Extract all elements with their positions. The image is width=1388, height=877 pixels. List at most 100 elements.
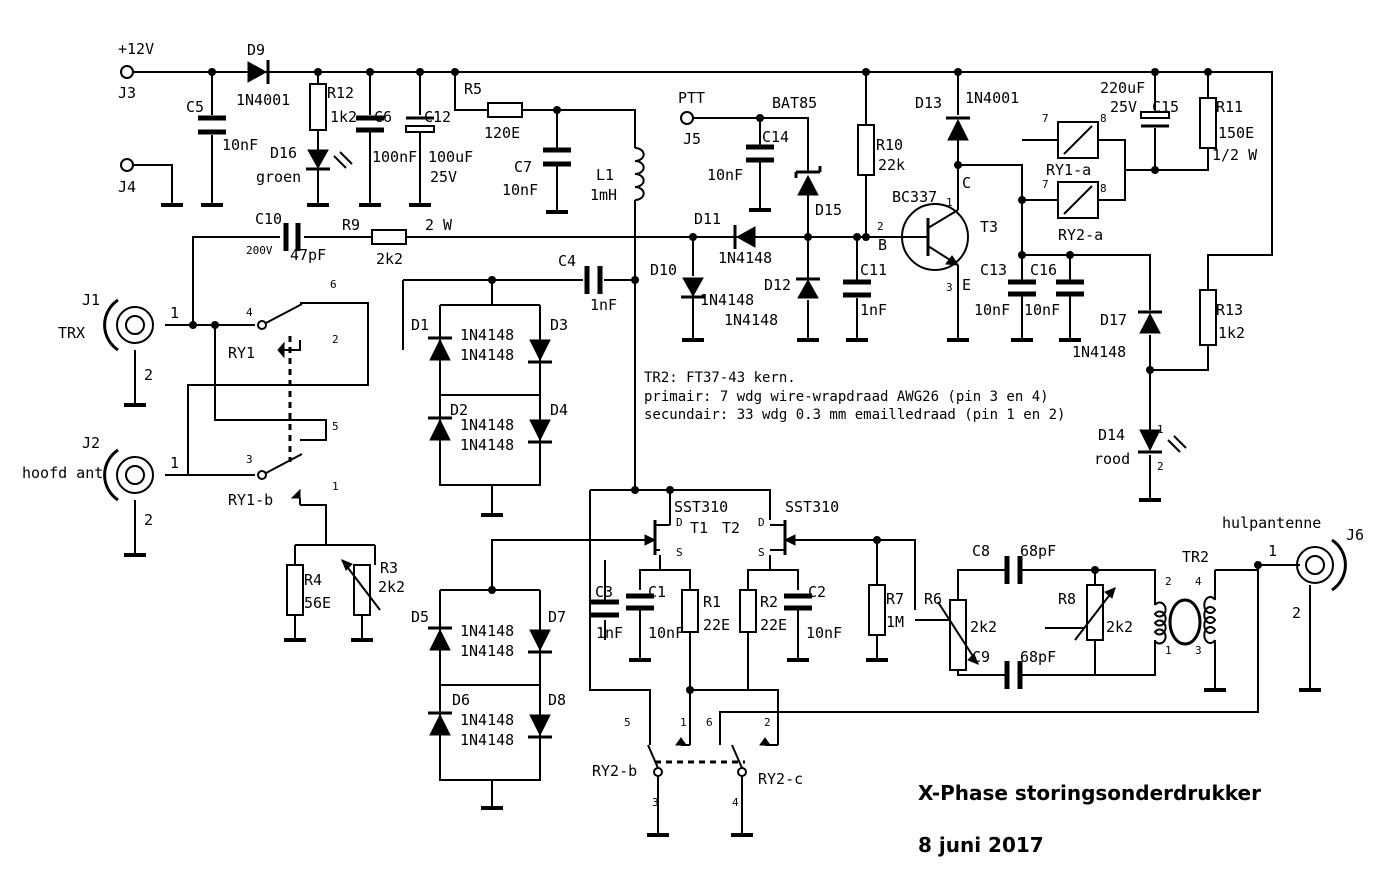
d12-diode	[796, 277, 820, 299]
d10-diode	[681, 277, 705, 299]
label-c8-val: 68pF	[1020, 542, 1056, 560]
j3-terminal	[120, 65, 134, 79]
j1-connector	[103, 298, 154, 352]
c10-capacitor	[283, 223, 301, 251]
component-labels: +12V J3 J4 D9 1N4001 C5 10nF R12 1k2 D16…	[22, 40, 1364, 809]
c4-capacitor	[584, 266, 603, 294]
label-d16: D16	[270, 144, 297, 162]
label-c9: C9	[972, 648, 990, 666]
label-c1-val: 10nF	[648, 624, 684, 642]
label-ry2b-pin1: 1	[680, 716, 687, 729]
label-d1-type: 1N4148	[460, 326, 514, 344]
label-c7-val: 10nF	[502, 181, 538, 199]
label-c2-val: 10nF	[806, 624, 842, 642]
label-j3: J3	[118, 84, 136, 102]
c15-capacitor	[1140, 111, 1170, 128]
label-c1: C1	[648, 583, 666, 601]
label-ry1a-pin8: 8	[1100, 112, 1107, 125]
diode-bridge-top	[428, 336, 552, 444]
r1-resistor	[681, 589, 699, 633]
note-line-1: TR2: FT37-43 kern.	[644, 370, 796, 386]
label-d14-pin2: 2	[1157, 460, 1164, 473]
label-plus12v: +12V	[118, 40, 154, 58]
label-c10-val: 47pF	[290, 246, 326, 264]
label-j2-pin2: 2	[144, 511, 153, 529]
label-r6-val: 2k2	[970, 618, 997, 636]
label-c16-val: 10nF	[1024, 301, 1060, 319]
label-j6: J6	[1346, 526, 1364, 544]
d16-led	[306, 149, 353, 171]
label-c14: C14	[762, 128, 789, 146]
label-d11: D11	[694, 210, 721, 228]
label-r9-watt: 2 W	[425, 216, 453, 234]
c5-capacitor	[198, 115, 226, 135]
label-ry2c-pin2: 2	[764, 716, 771, 729]
label-d12: D12	[764, 276, 791, 294]
ry1-switch	[257, 303, 303, 505]
label-ry2b-pin5: 5	[624, 716, 631, 729]
label-ry1b-pin1: 1	[332, 480, 339, 493]
label-pin-b: B	[878, 236, 887, 254]
tr2-notes: TR2: FT37-43 kern. primair: 7 wdg wire-w…	[644, 370, 1065, 423]
label-c4-val: 1nF	[590, 296, 617, 314]
label-r13-val: 1k2	[1218, 324, 1245, 342]
label-r8: R8	[1058, 590, 1076, 608]
label-r4-val: 56E	[304, 594, 331, 612]
c9-capacitor	[1004, 661, 1023, 689]
label-t1: T1	[690, 519, 708, 537]
label-c8: C8	[972, 542, 990, 560]
schematic-title: X-Phase storingsonderdrukker	[918, 781, 1261, 805]
label-pin-e: E	[962, 276, 971, 294]
label-tr2-pin2: 2	[1165, 575, 1172, 588]
label-d4-type: 1N4148	[460, 436, 514, 454]
label-c13-val: 10nF	[974, 301, 1010, 319]
label-t1-pin-s: S	[676, 546, 683, 559]
label-d6: D6	[452, 691, 470, 709]
wires	[134, 71, 1311, 835]
ry1a-relay-coil	[1057, 121, 1099, 159]
label-ry1-pin2: 2	[332, 333, 339, 346]
label-r9-val: 2k2	[376, 250, 403, 268]
label-r9: R9	[342, 216, 360, 234]
label-c6-val: 100nF	[372, 148, 417, 166]
label-c11: C11	[860, 261, 887, 279]
label-l1-val: 1mH	[590, 186, 617, 204]
label-d6-type: 1N4148	[460, 711, 514, 729]
r11-resistor	[1199, 97, 1217, 149]
t3-transistor	[901, 203, 969, 271]
label-d7-type: 1N4148	[460, 642, 514, 660]
label-ry2c: RY2-c	[758, 770, 803, 788]
label-c5: C5	[186, 98, 204, 116]
r2-resistor	[739, 589, 757, 633]
d14-led	[1138, 429, 1187, 454]
label-ry2b: RY2-b	[592, 762, 637, 780]
t2-jfet	[770, 520, 800, 555]
label-ry1a: RY1-a	[1046, 161, 1091, 179]
label-c3-val: 1nF	[596, 624, 623, 642]
label-d5-type: 1N4148	[460, 622, 514, 640]
label-d14-pin1: 1	[1157, 423, 1164, 436]
label-c3: C3	[595, 583, 613, 601]
t1-jfet	[644, 520, 671, 555]
r7-resistor	[868, 584, 886, 636]
r12-resistor	[309, 83, 327, 131]
r9-resistor	[371, 229, 407, 245]
label-d9: D9	[247, 41, 265, 59]
label-ry2a-pin7: 7	[1042, 178, 1049, 191]
label-c13: C13	[980, 261, 1007, 279]
label-d17: D17	[1100, 311, 1127, 329]
c6-capacitor	[356, 115, 384, 133]
label-t2-pin-d: D	[758, 516, 765, 529]
label-t3-pin3: 3	[946, 281, 953, 294]
label-c7: C7	[514, 158, 532, 176]
r13-resistor	[1199, 289, 1217, 346]
c13-capacitor	[1008, 279, 1036, 297]
label-d4: D4	[550, 401, 568, 419]
label-r8-val: 2k2	[1106, 618, 1133, 636]
label-t3-pin2: 2	[877, 220, 884, 233]
c2-capacitor	[784, 593, 812, 611]
label-bat85: BAT85	[772, 94, 817, 112]
label-ptt: PTT	[678, 89, 705, 107]
label-r10-val: 22k	[878, 156, 905, 174]
label-j1-pin2: 2	[144, 366, 153, 384]
